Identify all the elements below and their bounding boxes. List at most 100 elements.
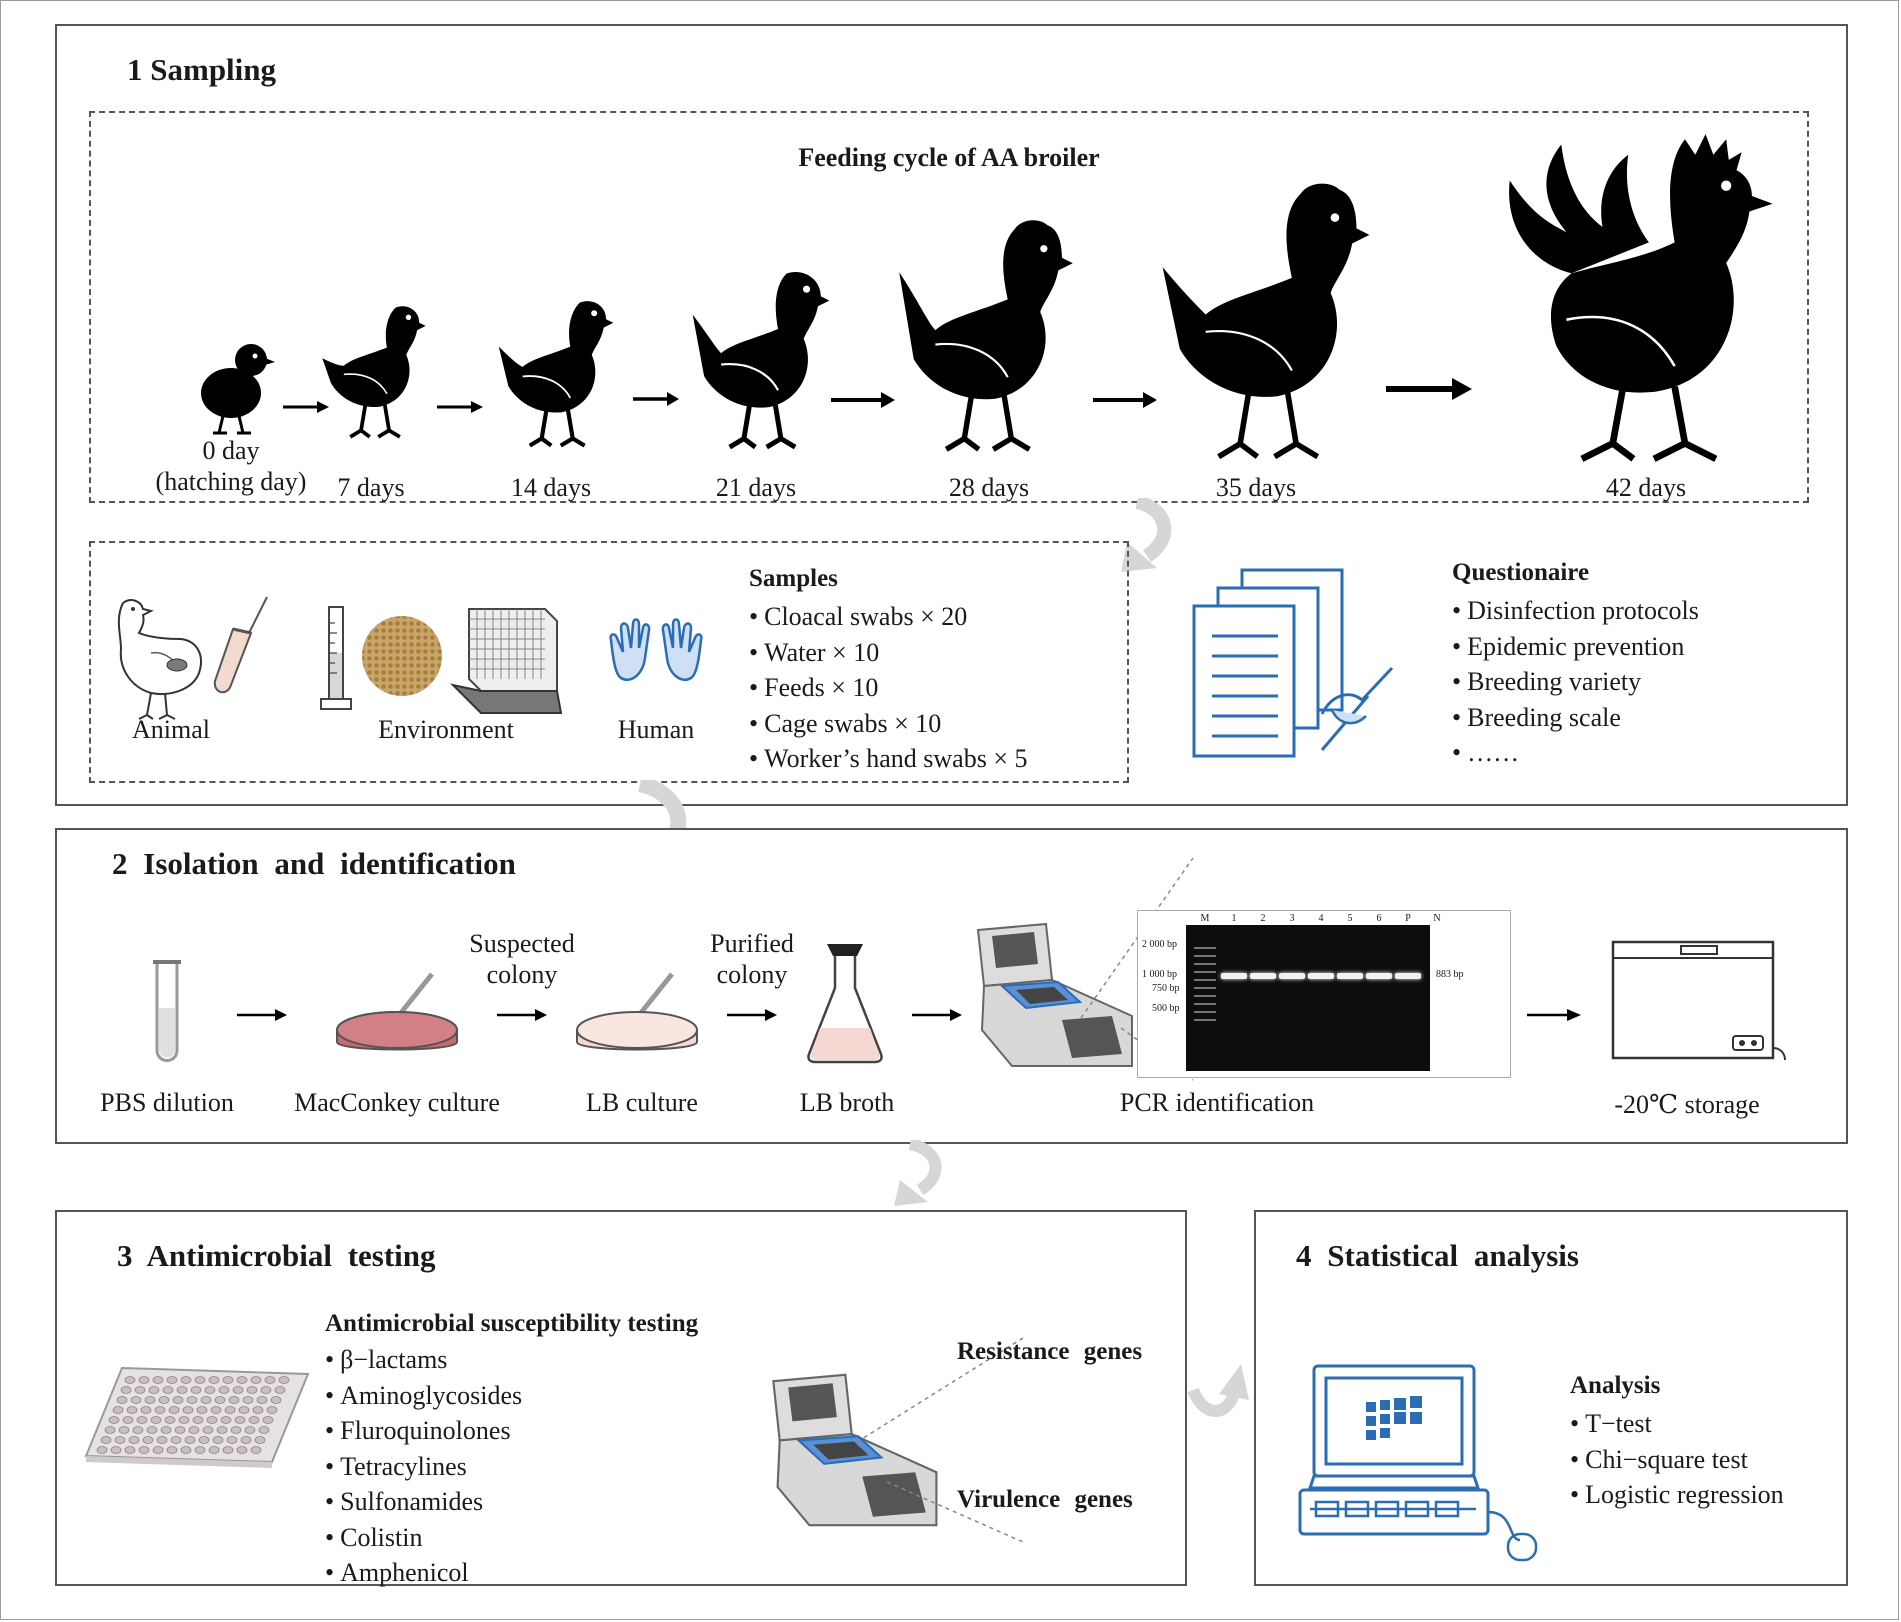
- flow-arrow-1: [1121, 498, 1172, 572]
- plate-well: [144, 1396, 156, 1404]
- animal-swab-icon: [117, 596, 268, 720]
- questionnaire-item: Epidemic prevention: [1452, 629, 1699, 665]
- sample-item: Feeds × 10: [749, 670, 1028, 706]
- gel-band: [1337, 973, 1363, 979]
- band-size-label: 883 bp: [1436, 969, 1464, 980]
- plate-well: [222, 1376, 234, 1384]
- step-label: -20℃ storage: [1614, 1090, 1760, 1119]
- plate-well: [194, 1376, 206, 1384]
- plate-well: [180, 1376, 192, 1384]
- gel-dark: [1186, 925, 1430, 1071]
- plate-well: [242, 1396, 254, 1404]
- plate-well: [116, 1396, 128, 1404]
- feed-icon: [362, 616, 442, 696]
- plate-well: [170, 1436, 182, 1444]
- plate-well: [252, 1406, 264, 1414]
- analysis-title: Analysis: [1570, 1372, 1661, 1399]
- plate-well: [152, 1376, 164, 1384]
- analysis-item: Chi−square test: [1570, 1442, 1784, 1478]
- gene-pointer-lines: [856, 1337, 1024, 1543]
- antimicrobial-item: Sulfonamides: [325, 1484, 522, 1520]
- gel-lane-label: P: [1405, 913, 1411, 924]
- plate-well: [254, 1436, 266, 1444]
- stage-arrow-3: [633, 392, 679, 406]
- plate-well: [260, 1386, 272, 1394]
- gel-band: [1366, 973, 1392, 979]
- stage-label-35: 35 days: [1215, 473, 1297, 502]
- antimicrobial-item: Fluroquinolones: [325, 1413, 522, 1449]
- rooster-icon-42d: [1509, 134, 1773, 462]
- freezer-icon: [1611, 940, 1786, 1061]
- flow-arrow-4: [1187, 1364, 1249, 1417]
- step-label: LB broth: [799, 1088, 895, 1117]
- hen-icon-7d: [322, 306, 426, 439]
- plate-well: [120, 1386, 132, 1394]
- samples-box: Animal Environment Human Samples Cloacal…: [89, 541, 1129, 783]
- plate-well: [206, 1416, 218, 1424]
- marker-label: 750 bp: [1152, 983, 1180, 994]
- sample-item: Cage swabs × 10: [749, 706, 1028, 742]
- process-arrow-1: [237, 1009, 287, 1021]
- plate-well: [274, 1386, 286, 1394]
- plate-well: [154, 1406, 166, 1414]
- process-arrow-5: [1527, 1009, 1581, 1021]
- plate-well: [240, 1436, 252, 1444]
- sample-item: Cloacal swabs × 20: [749, 599, 1028, 635]
- plate-well: [148, 1386, 160, 1394]
- plate-well: [176, 1386, 188, 1394]
- hen-icon-28d: [899, 220, 1073, 452]
- plate-well: [244, 1426, 256, 1434]
- lb-dish-icon: [576, 972, 698, 1051]
- source-label-environment: Environment: [378, 715, 514, 744]
- plate-well: [146, 1426, 158, 1434]
- step-label: MacConkey culture: [294, 1088, 500, 1117]
- hen-icon-14d: [498, 301, 614, 448]
- cage-icon: [449, 608, 563, 714]
- stage-arrow-2: [437, 401, 483, 413]
- plate-well: [278, 1376, 290, 1384]
- plate-well: [202, 1426, 214, 1434]
- analysis-item: T−test: [1570, 1406, 1784, 1442]
- stage-label-21: 21 days: [715, 473, 797, 502]
- gel-lane-label: M: [1200, 913, 1210, 924]
- analysis-list: T−test Chi−square test Logistic regressi…: [1570, 1406, 1784, 1513]
- plate-well: [140, 1406, 152, 1414]
- plate-well: [204, 1386, 216, 1394]
- process-arrow-3: [727, 1009, 777, 1021]
- plate-well: [250, 1376, 262, 1384]
- plate-well: [184, 1436, 196, 1444]
- gel-lane-label: 1: [1231, 913, 1237, 924]
- gel-lane-label: 5: [1347, 913, 1353, 924]
- plate-well: [124, 1376, 136, 1384]
- plate-well: [224, 1406, 236, 1414]
- plate-well: [230, 1426, 242, 1434]
- plate-well: [212, 1436, 224, 1444]
- analysis-item: Logistic regression: [1570, 1477, 1784, 1513]
- stage-arrow-4: [831, 392, 895, 408]
- pcr-machine-icon-2: [772, 1373, 938, 1527]
- panel-sampling: 1 Sampling Feeding cycle of AA broiler: [55, 24, 1848, 806]
- process-arrow-4: [912, 1009, 962, 1021]
- chick-icon: [201, 344, 275, 435]
- questionnaire-item: ……: [1452, 735, 1699, 771]
- plate-well: [134, 1386, 146, 1394]
- stage-arrow-5: [1093, 392, 1157, 408]
- plate-well: [96, 1446, 108, 1454]
- plate-well: [182, 1406, 194, 1414]
- step-label: PCR identification: [1119, 1088, 1315, 1117]
- plate-well: [264, 1376, 276, 1384]
- hen-icon-35d: [1162, 183, 1370, 460]
- gel-lane-label: N: [1433, 913, 1441, 924]
- gel-lane-label: 2: [1260, 913, 1266, 924]
- gel-lane-label: 3: [1289, 913, 1295, 924]
- panel-statistics: 4 Statistical analysis Analysis T−test C…: [1254, 1210, 1848, 1586]
- gel-band: [1250, 973, 1276, 979]
- gel-band: [1395, 973, 1421, 979]
- plate-well: [246, 1386, 258, 1394]
- test-tube-icon: [153, 960, 181, 1062]
- marker-label: 500 bp: [1152, 1003, 1180, 1014]
- panel-title: 1 Sampling: [127, 52, 277, 87]
- plate-well: [266, 1406, 278, 1414]
